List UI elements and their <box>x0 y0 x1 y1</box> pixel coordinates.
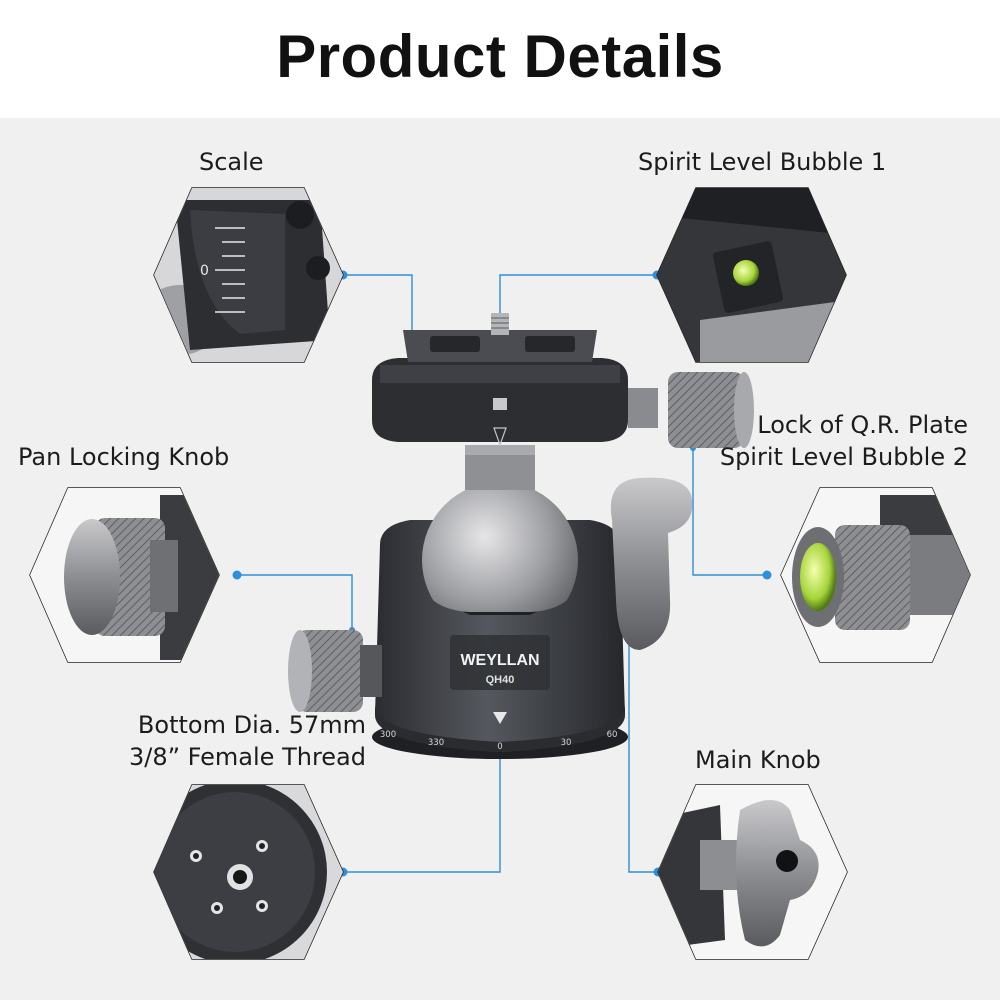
scale-zero-mark: 0 <box>200 263 209 279</box>
callout-label-spirit-level-1: Spirit Level Bubble 1 <box>638 148 887 176</box>
callout-label-bottom-diameter: Bottom Dia. 57mm <box>137 711 366 739</box>
detail-hexagon-spirit-level-1 <box>656 187 847 363</box>
detail-hexagon-scale: 0 <box>153 187 344 363</box>
detail-hexagon-bottom-thread <box>153 784 344 960</box>
callout-label-qr-plate-lock: Lock of Q.R. Plate <box>757 411 968 439</box>
callout-label-female-thread: 3/8” Female Thread <box>128 743 366 771</box>
dial-mark-3: 30 <box>561 738 572 748</box>
dial-mark-2: 0 <box>497 742 502 752</box>
dial-mark-4: 60 <box>607 730 618 740</box>
detail-hexagon-qr-plate-lock <box>780 487 971 663</box>
model-name: QH40 <box>486 674 515 686</box>
title-band <box>0 0 1000 118</box>
callout-label-main-knob: Main Knob <box>695 746 821 774</box>
callout-label-spirit-level-2: Spirit Level Bubble 2 <box>719 443 968 471</box>
dial-mark-1: 330 <box>428 738 444 748</box>
callout-label-scale: Scale <box>199 148 264 176</box>
detail-hexagon-main-knob <box>657 784 848 960</box>
brand-wordmark: WEYLLAN <box>460 652 539 669</box>
ball-head-product: 300 330 0 30 60 WEYLLAN QH40 <box>288 313 754 759</box>
detail-hexagon-pan-locking-knob <box>29 487 220 663</box>
page-title: Product Details <box>276 23 724 90</box>
dial-mark-0: 300 <box>380 730 396 740</box>
callout-label-pan-locking-knob: Pan Locking Knob <box>18 443 230 471</box>
